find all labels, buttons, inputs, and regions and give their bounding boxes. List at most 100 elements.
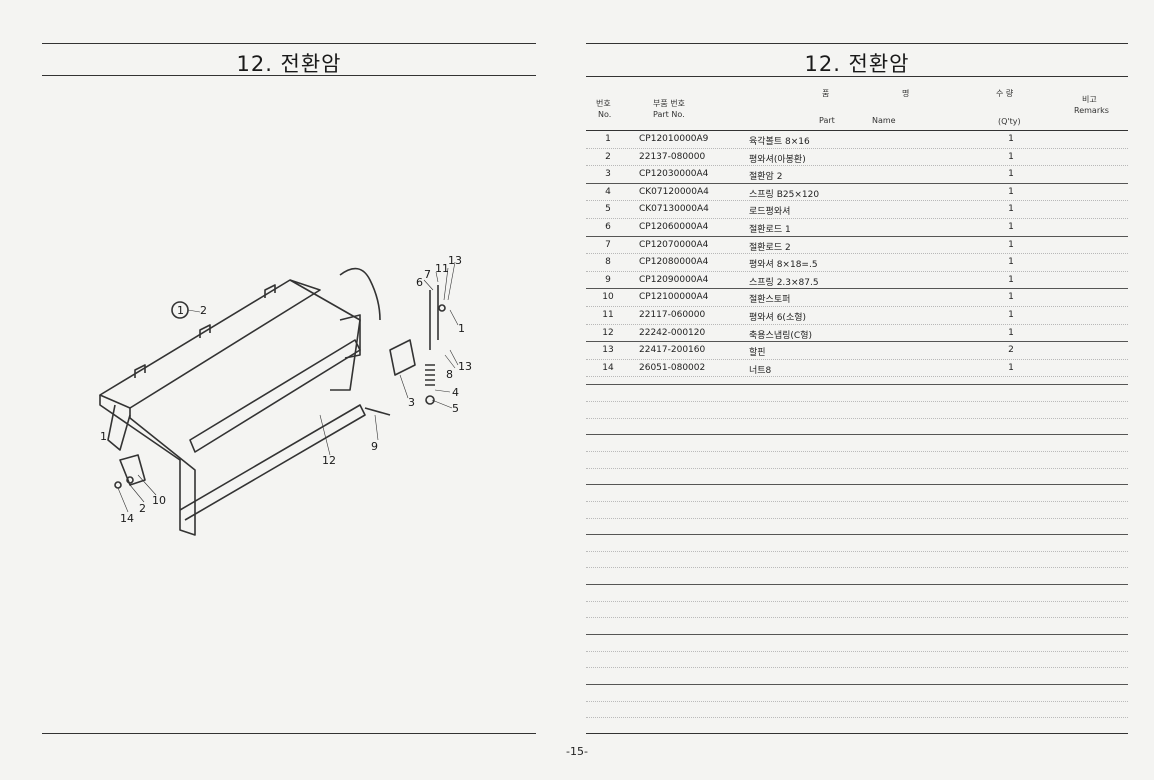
callout-10: 10 — [152, 494, 166, 507]
part-number-cell: CP12090000A4 — [639, 274, 709, 285]
callout-2-bottom: 2 — [139, 502, 146, 515]
blank-rule — [586, 601, 1128, 602]
quantity-cell: 1 — [1008, 274, 1014, 285]
quantity-cell: 1 — [1008, 186, 1014, 197]
callout-14: 14 — [120, 512, 134, 525]
part-name-cell: 절환로드 1 — [749, 224, 791, 235]
frame-lower-bar — [179, 404, 366, 521]
blank-rule — [586, 634, 1128, 635]
page-title: 12. 전환암 — [804, 52, 910, 76]
blank-rule — [586, 484, 1128, 485]
part-name-cell: 스프링 2.3×87.5 — [749, 277, 819, 288]
table-row: 9 CP12090000A4 스프링 2.3×87.5 1 — [586, 272, 1128, 290]
frame-leg — [107, 404, 131, 451]
page-title: 12. 전환암 — [236, 52, 342, 76]
part-number-cell: CK07130000A4 — [639, 204, 709, 215]
part-no-cell: 9 — [605, 274, 611, 285]
part-number-cell: 22117-060000 — [639, 309, 706, 320]
quantity-cell: 2 — [1008, 345, 1014, 356]
part-number-cell: CP12060000A4 — [639, 221, 709, 232]
table-row: 4 CK07120000A4 스프링 B25×120 1 — [586, 184, 1128, 202]
part-no-cell: 6 — [605, 221, 611, 232]
callout-12: 12 — [322, 454, 336, 467]
header-name-ko-2: 명 — [902, 89, 910, 98]
part-number-cell: 26051-080002 — [639, 362, 706, 373]
quantity-cell: 1 — [1008, 151, 1014, 162]
part-name-cell: 평와셔 8×18=.5 — [749, 260, 818, 271]
part-name-cell: 스프링 B25×120 — [749, 189, 820, 200]
part-no-cell: 5 — [605, 204, 611, 215]
header-part-ko: 부품 번호 — [653, 99, 685, 108]
part-number-cell: CK07120000A4 — [639, 186, 709, 197]
exploded-parts-diagram: 1 2 1 3 4 5 6 7 8 9 10 11 12 13 13 2 14 … — [99, 254, 472, 536]
callout-9: 9 — [371, 440, 378, 453]
part-number-cell: CP12010000A9 — [639, 134, 709, 144]
part-number-cell: 22137-080000 — [639, 151, 706, 162]
spring-9 — [364, 407, 391, 416]
quantity-cell: 1 — [1008, 257, 1014, 268]
blank-rule — [586, 401, 1128, 402]
part-name-cell: 평와셔 6(소형) — [749, 312, 807, 323]
blank-rule — [586, 651, 1128, 652]
blank-rule — [586, 468, 1128, 469]
quantity-cell: 1 — [1008, 327, 1014, 338]
quantity-cell: 1 — [1008, 292, 1014, 303]
callout-2-top: 2 — [200, 304, 207, 317]
frame-top-bar — [99, 279, 321, 409]
header-qty-en: (Q'ty) — [998, 117, 1021, 126]
part-no-cell: 3 — [605, 169, 611, 180]
part-name-cell: 로드평와셔 — [749, 207, 791, 218]
callout-1-in-circle: 1 — [177, 304, 184, 317]
spring-4 — [425, 364, 435, 386]
quantity-cell: 1 — [1008, 362, 1014, 373]
part-no-cell: 10 — [602, 292, 614, 303]
callout-11: 11 — [435, 262, 449, 275]
part-name-cell: 평와셔(아봉환) — [749, 154, 806, 165]
blank-rule — [586, 501, 1128, 502]
bracket — [339, 314, 361, 359]
blank-rule — [586, 701, 1128, 702]
part-number-cell: 22242-000120 — [639, 327, 706, 338]
frame-back-bar — [289, 279, 361, 391]
part-name-cell: 절환스토퍼 — [749, 295, 791, 306]
title-bottom-rule — [42, 75, 536, 76]
blank-rule — [586, 551, 1128, 552]
callout-3: 3 — [408, 396, 415, 409]
page-number: -15- — [566, 745, 588, 758]
title-bottom-rule — [586, 76, 1128, 77]
quantity-cell: 1 — [1008, 204, 1014, 215]
part-name-cell: 절환로드 2 — [749, 242, 791, 253]
header-no-ko: 번호 — [596, 99, 611, 108]
mount-2 — [199, 324, 211, 338]
blank-rule — [586, 617, 1128, 618]
header-part-en: Part No. — [653, 110, 685, 119]
part-no-cell: 4 — [605, 186, 611, 197]
title-top-rule — [42, 43, 536, 44]
part-number-cell: CP12100000A4 — [639, 292, 709, 303]
blank-rule — [586, 667, 1128, 668]
washer-11 — [438, 304, 446, 312]
washer-5 — [425, 395, 435, 405]
callout-7: 7 — [424, 268, 431, 281]
quantity-cell: 1 — [1008, 221, 1014, 232]
callout-4: 4 — [452, 386, 459, 399]
footer-rule — [42, 733, 536, 734]
part-number-cell: CP12070000A4 — [639, 239, 709, 250]
quantity-cell: 1 — [1008, 169, 1014, 180]
cable — [339, 267, 381, 321]
quantity-cell: 1 — [1008, 239, 1014, 250]
mount-3 — [264, 284, 276, 298]
table-row: 6 CP12060000A4 절환로드 1 1 — [586, 219, 1128, 237]
frame-side — [99, 395, 196, 536]
right-page: 12. 전환암 번호 No. 부품 번호 Part No. 품 명 Part N… — [560, 0, 1154, 780]
header-rule — [586, 130, 1128, 131]
stopper-10 — [119, 454, 146, 486]
table-row: 5 CK07130000A4 로드평와셔 1 — [586, 201, 1128, 219]
callout-8: 8 — [446, 368, 453, 381]
table-row: 10 CP12100000A4 절환스토퍼 1 — [586, 289, 1128, 307]
washer-2 — [126, 476, 134, 484]
